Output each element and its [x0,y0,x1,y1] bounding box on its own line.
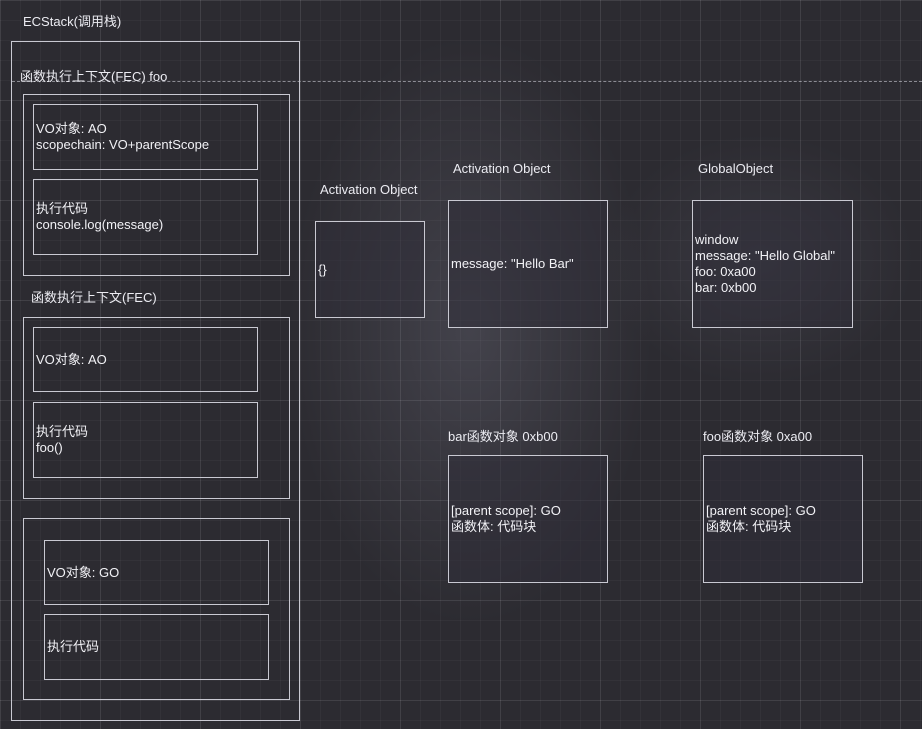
text-line: 执行代码 [36,424,89,439]
foo-function-title: foo函数对象 0xa00 [703,429,813,444]
ecstack-title: ECStack(调用栈) [23,14,122,29]
text-line: VO对象: AO [36,351,107,367]
text-line: VO对象: GO [47,564,120,580]
dashed-divider [12,81,922,82]
global-code-text: 执行代码 [45,639,268,655]
text-line: message: "Hello Global" [695,248,836,263]
global-vo-text: VO对象: GO [45,565,268,581]
ao-bar-title: Activation Object [453,161,551,176]
ecstack-container [11,41,300,721]
text-line: foo() [36,440,63,455]
text-line: console.log(message) [36,217,164,232]
fec-context-frame [23,317,290,499]
foo-context-title: 函数执行上下文(FEC) foo [20,69,168,84]
text-line: message: "Hello Bar" [451,256,574,271]
ao-bar-text: message: "Hello Bar" [449,256,607,272]
ao-empty-text: {} [316,262,424,278]
text-line: scopechain: VO+parentScope [36,137,210,152]
fec-context-title: 函数执行上下文(FEC) [31,290,157,305]
text-line: foo: 0xa00 [695,264,756,279]
global-code-box: 执行代码 [44,614,269,680]
text-line: 函数体: 代码块 [451,519,537,534]
text-line: [parent scope]: GO [706,503,816,518]
foo-context-frame [23,94,290,276]
bar-function-title: bar函数对象 0xb00 [448,429,558,444]
text-line: 函数体: 代码块 [706,519,792,534]
fec-vo-text: VO对象: AO [34,352,257,368]
ao-empty-box: {} [315,221,425,318]
text-line: 执行代码 [36,201,89,216]
ao-empty-title: Activation Object [320,182,418,197]
text-line: [parent scope]: GO [451,503,561,518]
text-line: window [695,232,739,247]
text-line: {} [318,261,327,277]
text-line: bar: 0xb00 [695,280,757,295]
global-object-title: GlobalObject [698,161,774,176]
fec-vo-box: VO对象: AO [33,327,258,392]
text-line: 执行代码 [47,639,100,654]
text-line: VO对象: AO [36,121,107,136]
global-vo-box: VO对象: GO [44,540,269,605]
ao-bar-box: message: "Hello Bar" [448,200,608,328]
global-context-frame [23,518,290,700]
